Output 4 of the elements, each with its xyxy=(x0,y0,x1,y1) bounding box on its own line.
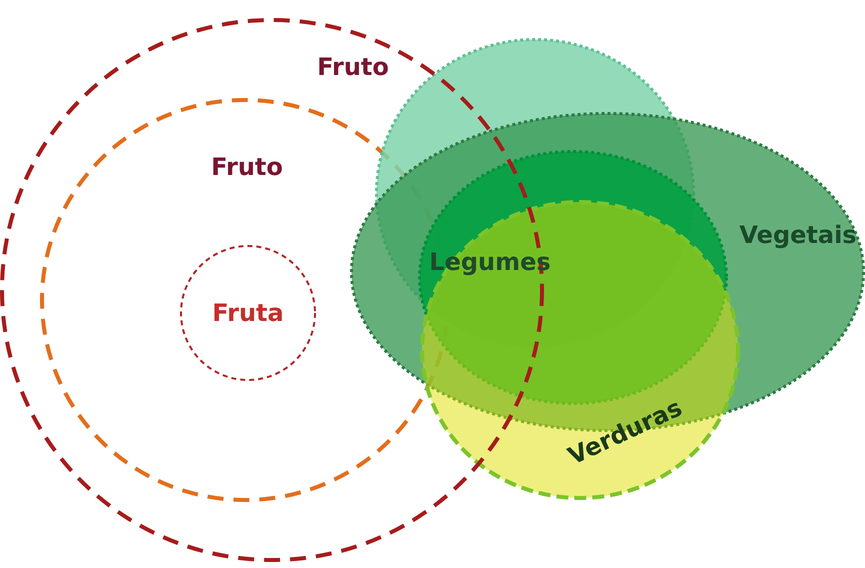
set-label: Fruto xyxy=(317,53,389,81)
set-label: Fruta xyxy=(212,299,284,327)
set-label: Vegetais xyxy=(739,221,857,249)
set-label: Fruto xyxy=(211,153,283,181)
